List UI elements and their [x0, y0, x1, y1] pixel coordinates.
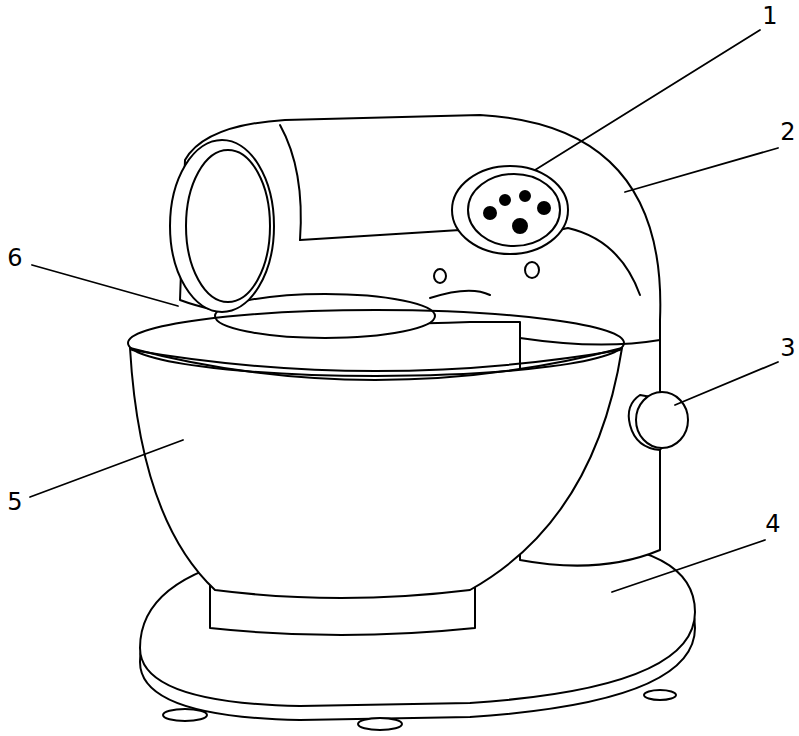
head-front-inner: [186, 150, 270, 302]
callout-number: 2: [773, 118, 799, 146]
leader-line: [675, 362, 778, 405]
foot: [163, 709, 207, 721]
bowl: [130, 348, 622, 598]
body-seam: [520, 338, 660, 345]
callout-number: 5: [0, 488, 30, 516]
knob-face: [636, 392, 688, 448]
button: [484, 207, 496, 219]
leader-line: [535, 30, 760, 170]
socket: [525, 262, 539, 278]
callout-number: 4: [758, 510, 788, 538]
leader-line: [625, 148, 778, 192]
button: [538, 202, 550, 214]
leader-line: [32, 265, 178, 306]
foot: [644, 690, 676, 700]
button: [500, 195, 510, 205]
callout-number: 3: [773, 334, 799, 362]
button: [520, 191, 530, 201]
bowl-rim-inner: [132, 350, 620, 371]
control-panel: [452, 166, 568, 254]
leader-line: [30, 440, 183, 497]
button: [513, 219, 527, 233]
head-curve: [280, 125, 301, 240]
socket: [434, 269, 446, 283]
leader-lines: [30, 30, 778, 592]
leader-line: [612, 540, 765, 592]
callout-number: 6: [0, 244, 30, 272]
head-front: [170, 140, 274, 312]
control-panel-inner: [468, 174, 560, 246]
callout-number: 1: [755, 2, 785, 30]
bowl-rim: [128, 310, 624, 376]
foot: [358, 718, 402, 730]
lid-hook: [430, 291, 490, 298]
